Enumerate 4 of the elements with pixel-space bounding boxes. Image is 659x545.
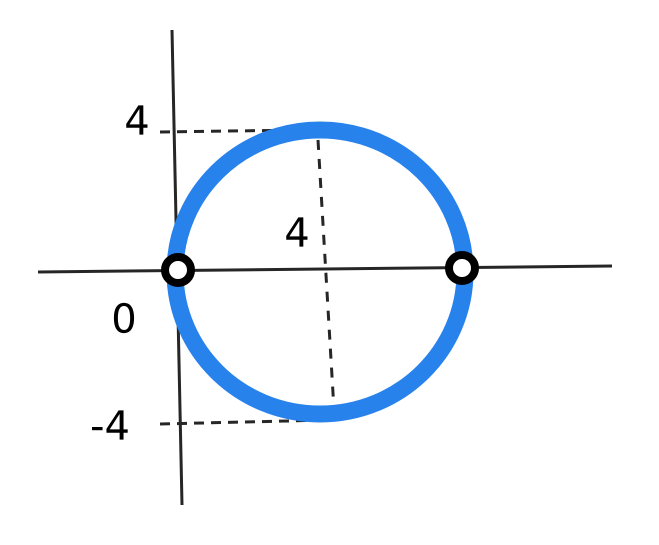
tick-label: -4 [92,410,128,440]
origin-label: 0 [114,302,134,334]
tick-label: 4 [126,105,148,135]
point-label: 4 [286,217,308,247]
